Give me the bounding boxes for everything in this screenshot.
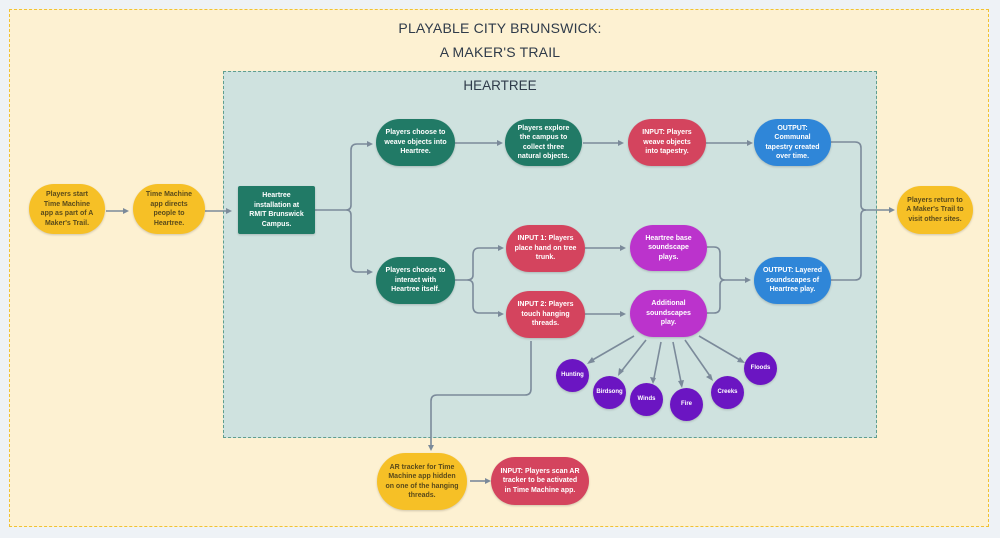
node-output-tapestry-label: OUTPUT: Communal tapestry created over t… — [765, 124, 820, 161]
node-input-scan[interactable]: INPUT: Players scan AR tracker to be act… — [491, 457, 589, 505]
node-choose-interact-label: Players choose to interact with Heartree… — [385, 267, 446, 294]
node-input2-label: INPUT 2: Players touch hanging threads. — [517, 301, 574, 328]
node-choose-weave-label: Players choose to weave objects into Hea… — [384, 129, 447, 156]
node-explore[interactable]: Players explore the campus to collect th… — [505, 119, 582, 166]
node-input-weave[interactable]: INPUT: Players weave objects into tapest… — [628, 119, 706, 166]
node-explore-label: Players explore the campus to collect th… — [517, 124, 570, 161]
sound-hunting[interactable]: Hunting — [556, 359, 589, 392]
node-output-tapestry[interactable]: OUTPUT: Communal tapestry created over t… — [754, 119, 831, 166]
sound-creeks-label: Creeks — [717, 388, 738, 395]
diagram-title: PLAYABLE CITY BRUNSWICK: A MAKER'S TRAIL — [300, 18, 700, 62]
sound-floods[interactable]: Floods — [744, 352, 777, 385]
node-installation-label: Heartree installation at RMIT Brunswick … — [249, 192, 304, 228]
node-input-weave-label: INPUT: Players weave objects into tapest… — [642, 129, 692, 156]
node-input1-label: INPUT 1: Players place hand on tree trun… — [514, 235, 577, 262]
node-directs[interactable]: Time Machine app directs people to Heart… — [133, 184, 205, 234]
sound-winds[interactable]: Winds — [630, 383, 663, 416]
sound-birdsong-label: Birdsong — [596, 388, 623, 395]
title-line-1: PLAYABLE CITY BRUNSWICK: — [398, 20, 602, 36]
node-choose-weave[interactable]: Players choose to weave objects into Hea… — [376, 119, 455, 166]
node-ar-tracker-label: AR tracker for Time Machine app hidden o… — [385, 463, 459, 500]
title-line-2: A MAKER'S TRAIL — [439, 44, 561, 60]
node-output-layered-label: OUTPUT: Layered soundscapes of Heartree … — [762, 267, 823, 294]
heartree-group-label: HEARTREE — [463, 78, 537, 93]
node-additional-soundscapes[interactable]: Additional soundscapes play. — [630, 290, 707, 337]
node-directs-label: Time Machine app directs people to Heart… — [145, 191, 193, 227]
sound-winds-label: Winds — [637, 395, 656, 402]
node-start[interactable]: Players start Time Machine app as part o… — [29, 184, 105, 234]
node-input-scan-label: INPUT: Players scan AR tracker to be act… — [500, 467, 580, 494]
sound-fire-label: Fire — [680, 400, 692, 407]
sound-birdsong[interactable]: Birdsong — [593, 376, 626, 409]
node-base-soundscape[interactable]: Heartree base soundscape plays. — [630, 225, 707, 271]
node-input1[interactable]: INPUT 1: Players place hand on tree trun… — [506, 225, 585, 272]
sound-fire[interactable]: Fire — [670, 388, 703, 421]
node-ar-tracker[interactable]: AR tracker for Time Machine app hidden o… — [377, 453, 467, 510]
node-return-label: Players return to A Maker's Trail to vis… — [906, 196, 964, 223]
node-base-soundscape-label: Heartree base soundscape plays. — [645, 234, 692, 261]
node-output-layered[interactable]: OUTPUT: Layered soundscapes of Heartree … — [754, 257, 831, 304]
node-installation[interactable]: Heartree installation at RMIT Brunswick … — [238, 186, 315, 234]
sound-floods-label: Floods — [750, 364, 771, 371]
node-additional-soundscapes-label: Additional soundscapes play. — [646, 300, 691, 327]
node-choose-interact[interactable]: Players choose to interact with Heartree… — [376, 257, 455, 304]
sound-hunting-label: Hunting — [561, 371, 584, 378]
sound-creeks[interactable]: Creeks — [711, 376, 744, 409]
node-start-label: Players start Time Machine app as part o… — [40, 191, 94, 227]
node-return[interactable]: Players return to A Maker's Trail to vis… — [897, 186, 973, 234]
node-input2[interactable]: INPUT 2: Players touch hanging threads. — [506, 291, 585, 338]
